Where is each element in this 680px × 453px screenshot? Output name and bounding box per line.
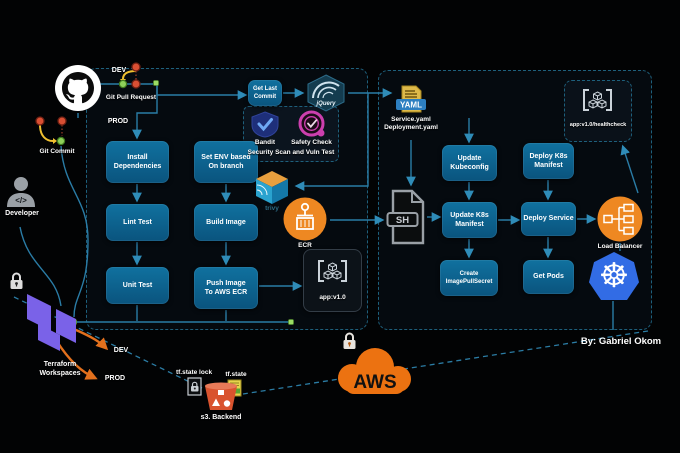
step-install-dependencies: Install Dependencies	[106, 141, 169, 183]
healthcheck-label: app:v1.0/healthcheck	[569, 122, 627, 128]
jquery-wordmark: jQuery	[315, 101, 336, 107]
bandit-label: Bandit	[254, 139, 276, 146]
sh-label: SH	[396, 215, 409, 226]
healthcheck-container	[564, 80, 632, 142]
load-balancer-label: Load Balancer	[597, 243, 643, 250]
jquery-icon: jQuery	[307, 74, 345, 112]
step-lint-test: Lint Test	[106, 204, 169, 241]
git-commit-label: Git Commit	[39, 148, 75, 155]
lock-icon-aws	[343, 332, 356, 349]
ecr-icon	[283, 197, 327, 241]
sh-file-icon: SH	[386, 189, 425, 245]
step-push-image: Push Image To AWS ECR	[194, 267, 258, 309]
git-commit-icon	[35, 116, 67, 146]
github-dev-label: DEV	[111, 67, 127, 74]
github-prod-label: PROD	[107, 118, 129, 125]
step-build-image: Build Image	[194, 204, 258, 241]
healthcheck-cubes-icon	[583, 89, 612, 111]
developer-icon: </>	[7, 177, 35, 207]
image-tag-label: app:v1.0	[319, 294, 346, 301]
ecr-label: ECR	[298, 242, 312, 249]
github-icon	[55, 65, 101, 111]
yaml-files-label: Service.yaml Deployment.yaml	[384, 116, 438, 132]
step-set-env: Set ENV based On branch	[194, 141, 258, 183]
step-deploy-service: Deploy Service	[521, 202, 576, 236]
lock-icon-terraform	[10, 272, 23, 289]
s3-backend-label: s3. Backend	[200, 414, 242, 421]
bandit-shield-icon	[251, 111, 279, 138]
step-unit-test: Unit Test	[106, 267, 169, 304]
terraform-dev-label: DEV	[113, 347, 129, 354]
security-scan-caption: Security Scan and Vuln Test	[247, 149, 335, 156]
yaml-file-icon: YAML	[396, 85, 426, 113]
aws-label: AWS	[353, 372, 396, 393]
author-credit: By: Gabriel Okom	[580, 336, 662, 347]
step-get-pods: Get Pods	[523, 260, 574, 294]
tf-state-lock-icon	[187, 377, 202, 396]
step-update-k8s-manifest: Update K8s Manifest	[442, 202, 497, 238]
s3-bucket-icon	[205, 382, 237, 410]
tf-state-label: tf.state	[225, 371, 247, 378]
git-pull-request-icon	[118, 62, 141, 89]
terraform-workspaces-label: Terraform Workspaces	[39, 361, 81, 378]
trivy-icon	[256, 171, 288, 204]
step-deploy-k8s-manifest: Deploy K8s Manifest	[523, 143, 574, 179]
trivy-label: trivy	[265, 205, 279, 212]
git-pull-request-label: Git Pull Request	[105, 94, 157, 101]
step-create-imagepullsecret: Create ImagePullSecret	[440, 260, 498, 296]
step-update-kubeconfig: Update Kubeconfig	[442, 145, 497, 181]
container-image-box: app:v1.0	[303, 249, 362, 312]
yaml-badge-text: YAML	[400, 101, 422, 110]
developer-label: Developer	[5, 210, 39, 217]
step-get-last-commit: Get Last Commit	[248, 80, 282, 106]
safety-check-label: Safety Check	[291, 139, 332, 146]
safety-check-icon	[298, 110, 325, 137]
kubernetes-wheel-glyph: ☸	[598, 257, 630, 295]
developer-code-glyph: </>	[15, 196, 27, 205]
terraform-prod-label: PROD	[104, 375, 126, 382]
load-balancer-icon	[597, 196, 643, 242]
container-cubes-icon	[318, 260, 347, 282]
tf-state-lock-label: tf.state lock	[175, 369, 213, 376]
terraform-logo	[27, 294, 76, 351]
